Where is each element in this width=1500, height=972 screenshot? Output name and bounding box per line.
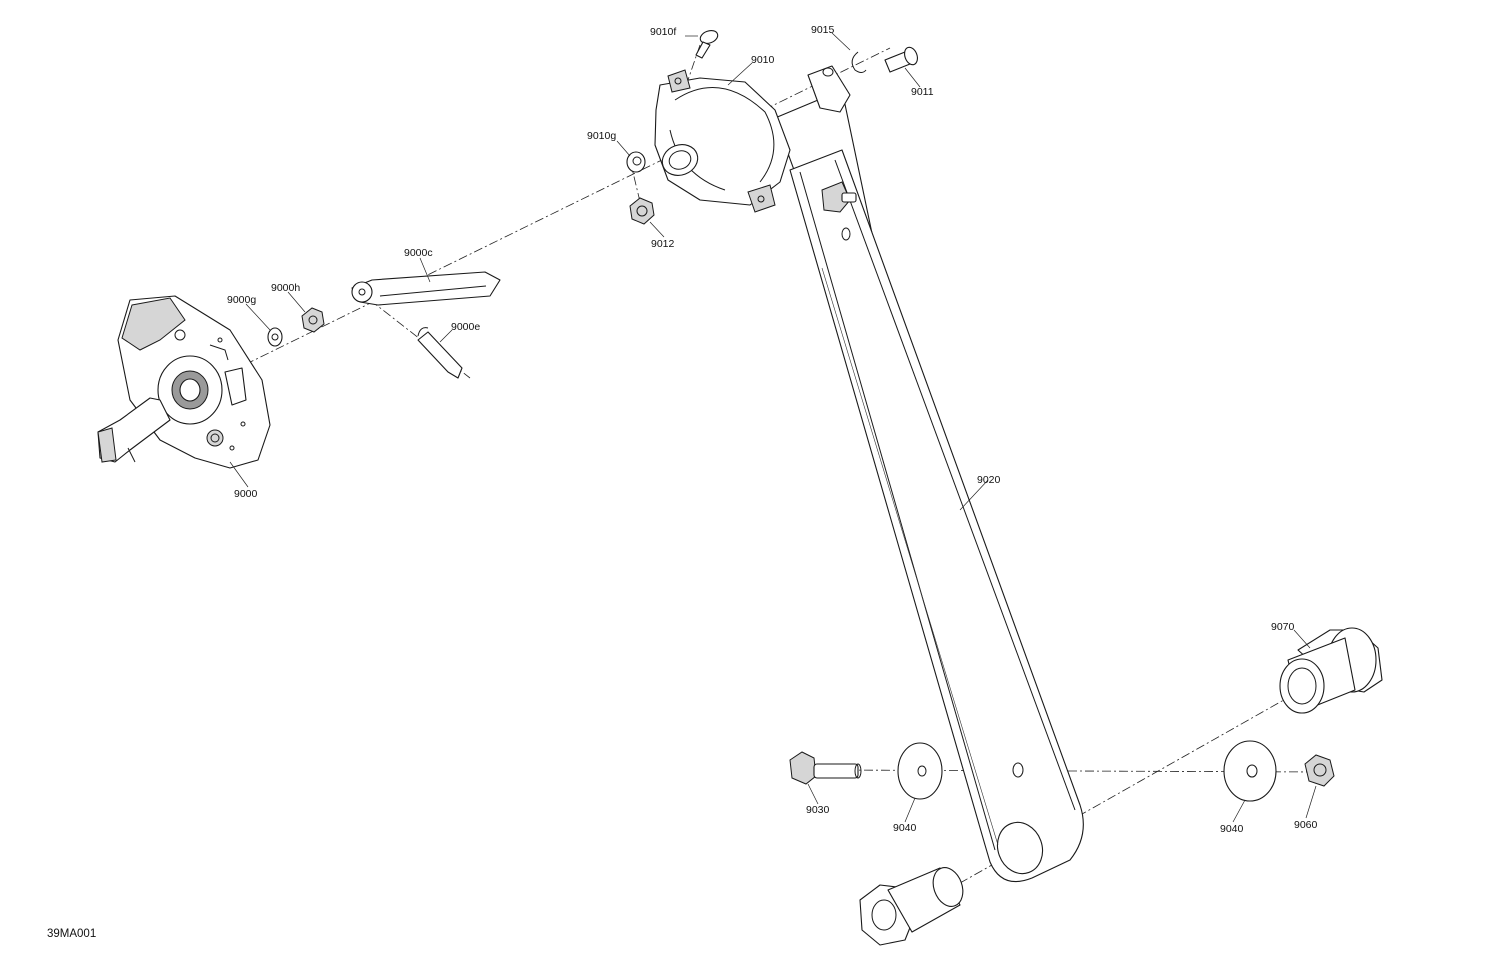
lower-bushing [859,867,964,946]
nut-9000h [301,307,325,333]
callout-9020: 9020 [977,474,1001,486]
washer-9000g [267,327,283,347]
clip-9000e [417,327,463,379]
nut-9012 [629,197,655,225]
bracket-assembly-9000 [97,295,271,469]
callout-9012: 9012 [651,238,675,250]
callout-leaders [229,32,1317,823]
link-rod-9000c [351,271,501,306]
bolt-9030 [789,751,862,785]
callout-9010g: 9010g [587,130,616,142]
pin-9011 [884,46,918,73]
lever-arm-9020 [774,89,1084,883]
callout-9010: 9010 [751,54,775,66]
callout-9000: 9000 [234,488,258,500]
bushing-9070 [1279,627,1383,714]
callout-9000g: 9000g [227,294,256,306]
washer-9040-right [1223,740,1277,802]
callout-9000e: 9000e [451,321,480,333]
callout-9040-right: 9040 [1220,823,1244,835]
callout-9030: 9030 [806,804,830,816]
callout-9011: 9011 [911,86,934,98]
callout-9060: 9060 [1294,819,1318,831]
callout-9070: 9070 [1271,621,1295,633]
callout-9010f: 9010f [650,26,676,38]
callout-9000c: 9000c [404,247,433,259]
nut-9060 [1304,754,1335,787]
callout-9000h: 9000h [271,282,300,294]
clip-9015 [851,51,867,73]
callout-labels: 9000 9000c 9000e 9000g 9000h 9010 9010f … [227,24,1318,835]
housing-9010 [654,65,851,213]
callout-9040-left: 9040 [893,822,917,834]
washer-9010g [626,151,646,173]
callout-9015: 9015 [811,24,835,36]
washer-9040-left [897,742,943,800]
diagram-code: 39MA001 [47,928,96,940]
screw-9010f [695,30,719,59]
